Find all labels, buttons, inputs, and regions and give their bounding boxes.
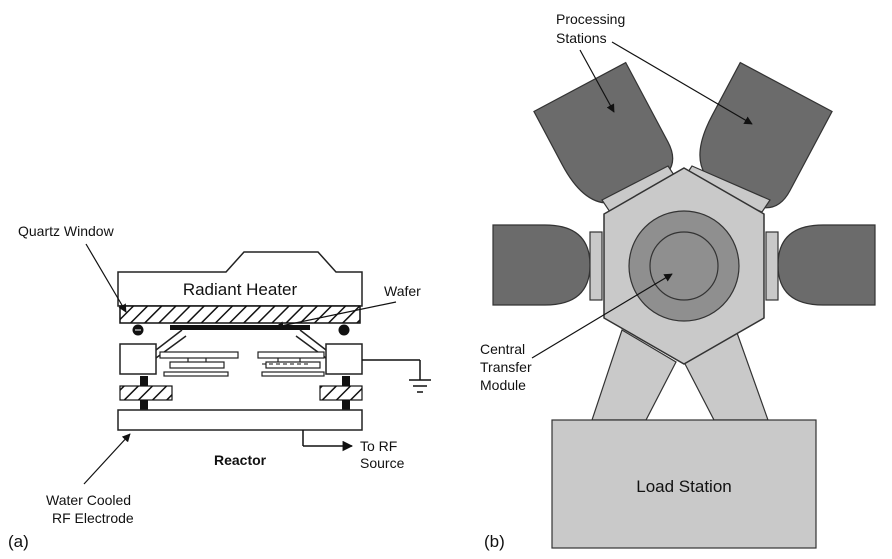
processing-pointer-left [579,49,615,113]
spacer-left [119,385,173,401]
panel-a-reactor-diagram: Radiant Heater [8,223,431,551]
electrode-pointer [83,433,131,485]
gas-plates-left [159,351,239,377]
transfer-module-inner-ring [649,231,719,301]
quartz-window [119,305,361,324]
spacer-right [319,385,363,401]
chamber-wall-right [325,343,363,375]
reactor-label: Reactor [214,452,267,468]
electrode-label-line2: RF Electrode [52,510,134,526]
electrode-label-line1: Water Cooled [46,492,131,508]
load-station-label: Load Station [636,477,731,496]
panel-b-cluster-tool: Load Station Processing Stations Central… [480,11,876,551]
insulator-left-bottom [140,400,148,410]
insulator-right-bottom [342,400,350,410]
central-transfer-label-line1: Central [480,341,525,357]
side-station-left [492,224,591,306]
quartz-window-pointer [85,243,127,313]
rf-source-lead [302,430,354,452]
panel-a-caption: (a) [8,532,29,551]
wafer-pointer [275,301,397,330]
side-connector-left [589,231,603,301]
gas-plates-right [257,351,325,377]
central-transfer-label-line3: Module [480,377,526,393]
side-station-right [777,224,876,306]
to-rf-label-line1: To RF [360,438,397,454]
quartz-window-label: Quartz Window [18,223,115,239]
processing-pointer-right [611,41,753,125]
wafer-label: Wafer [384,283,421,299]
side-connector-right [765,231,779,301]
processing-stations-label-line2: Stations [556,30,607,46]
panel-b-caption: (b) [484,532,505,551]
wafer [170,325,310,330]
rf-electrode [117,409,363,431]
processing-stations-label-line1: Processing [556,11,625,27]
radiant-heater-label: Radiant Heater [183,280,298,299]
central-transfer-pointer [531,273,673,359]
central-transfer-label-line2: Transfer [480,359,532,375]
insulator-left-top [140,376,148,386]
o-ring-right [338,324,350,336]
load-station [551,419,817,549]
insulator-right-top [342,376,350,386]
chamber-wall-left [119,343,157,375]
ground-symbol [362,359,431,393]
to-rf-label-line2: Source [360,455,405,471]
radiant-heater-housing [117,251,363,307]
